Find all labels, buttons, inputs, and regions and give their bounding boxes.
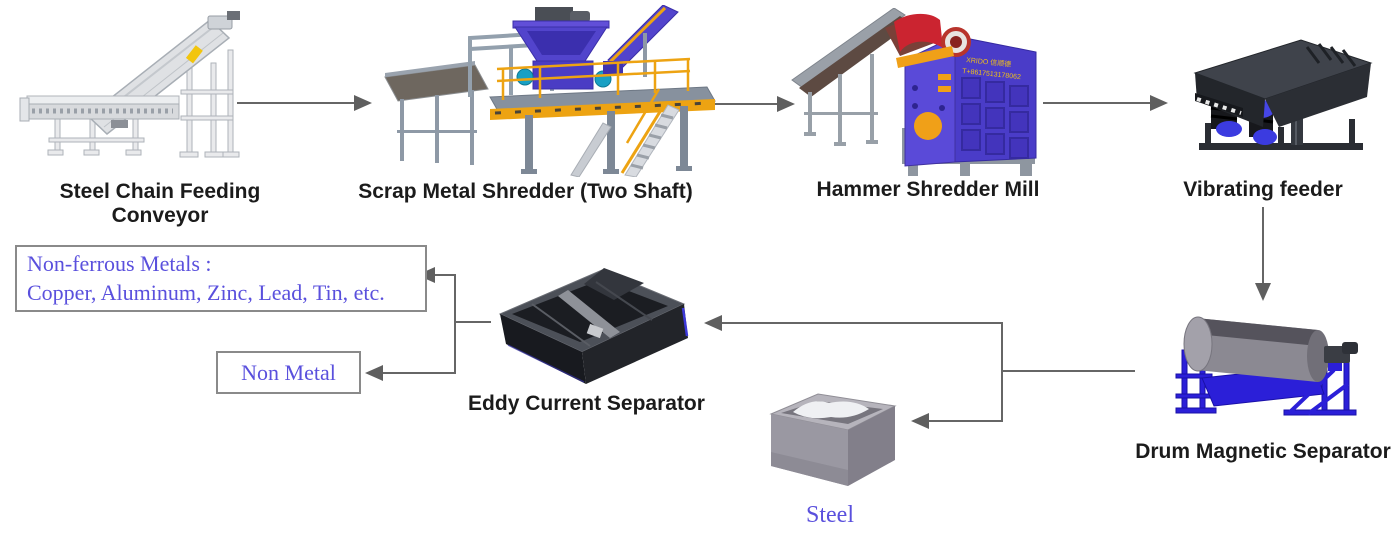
shredder-infeed-incline xyxy=(603,5,679,77)
trough-lip-stripes xyxy=(1196,97,1242,115)
eddy-head-cover xyxy=(584,268,644,300)
hammer-shredder-mill-image: XRIDO 信顺德 T+8617513178062 xyxy=(790,8,1042,180)
label-vibrating-feeder: Vibrating feeder xyxy=(1183,178,1343,201)
steel-contents xyxy=(793,401,869,419)
label-steel-chain-feeding-conveyor: Steel Chain Feeding Conveyor xyxy=(59,180,261,227)
scrap-metal-shredder-image xyxy=(375,5,720,177)
conveyor-horizontal-bed xyxy=(19,95,180,128)
drive-motor-left xyxy=(516,68,534,86)
eddy-drive-box xyxy=(586,323,604,339)
arrowhead-into-shredder xyxy=(354,95,372,111)
eddy-crossbars xyxy=(531,281,653,347)
drum-motor xyxy=(1324,342,1358,371)
steel-chain-feeding-conveyor-image xyxy=(15,8,320,168)
railing-pickets xyxy=(501,59,690,100)
vibrating-feeder-image xyxy=(1183,35,1375,167)
non-ferrous-metals-line2: Copper, Aluminum, Zinc, Lead, Tin, etc. xyxy=(27,280,385,305)
shredder-platform xyxy=(489,57,716,120)
mill-yellow-bar xyxy=(896,46,954,68)
steel-output-box-image xyxy=(763,382,903,490)
mill-body: XRIDO 信顺德 T+8617513178062 xyxy=(885,13,1037,167)
yellow-warning-sticker xyxy=(185,45,203,64)
drive-unit xyxy=(111,120,128,128)
eddy-current-separator-image xyxy=(492,252,692,397)
rear-stairs xyxy=(570,122,612,177)
non-metal-label: Non Metal xyxy=(241,359,336,385)
conveyor-head-pulley xyxy=(207,11,240,30)
stair-handrail xyxy=(625,88,661,144)
arrowhead-into-nonmetal-box xyxy=(365,365,383,381)
trough-ribs xyxy=(1305,43,1357,67)
railing-mid xyxy=(496,69,691,83)
shredder-stairs xyxy=(570,88,680,177)
railing-top xyxy=(496,57,691,71)
arrowhead-into-hammermill xyxy=(777,96,795,112)
arrowhead-into-feeder xyxy=(1150,95,1168,111)
arrowhead-into-eddy xyxy=(704,315,722,331)
feeder-trough xyxy=(1193,39,1373,127)
drum-magnetic-separator-image xyxy=(1172,300,1362,422)
stair-stringer-yellow xyxy=(620,101,668,174)
steel-cube xyxy=(769,393,897,486)
non-metal-box: Non Metal xyxy=(216,351,361,394)
non-ferrous-metals-line1: Non-ferrous Metals : xyxy=(27,251,212,276)
label-hammer-shredder-mill: Hammer Shredder Mill xyxy=(816,178,1040,201)
non-ferrous-metals-box: Non-ferrous Metals : Copper, Aluminum, Z… xyxy=(15,245,427,312)
shredder-discharge-conveyor xyxy=(384,61,489,165)
label-scrap-metal-shredder: Scrap Metal Shredder (Two Shaft) xyxy=(358,180,693,203)
mill-yellow-disc xyxy=(914,112,942,140)
mill-red-guard xyxy=(894,13,943,52)
mill-feed-conveyor xyxy=(791,8,911,146)
shredder-platform-legs xyxy=(521,106,692,174)
drum-cylinder xyxy=(1183,316,1329,382)
arrowhead-into-drum xyxy=(1255,283,1271,301)
steel-label: Steel xyxy=(806,502,854,528)
eddy-blue-accent xyxy=(681,307,689,337)
mill-side-panels xyxy=(961,77,1029,159)
arrowhead-into-steel-box xyxy=(911,413,929,429)
label-drum-magnetic-separator: Drum Magnetic Separator xyxy=(1135,440,1391,463)
label-eddy-current-separator: Eddy Current Separator xyxy=(468,392,705,415)
